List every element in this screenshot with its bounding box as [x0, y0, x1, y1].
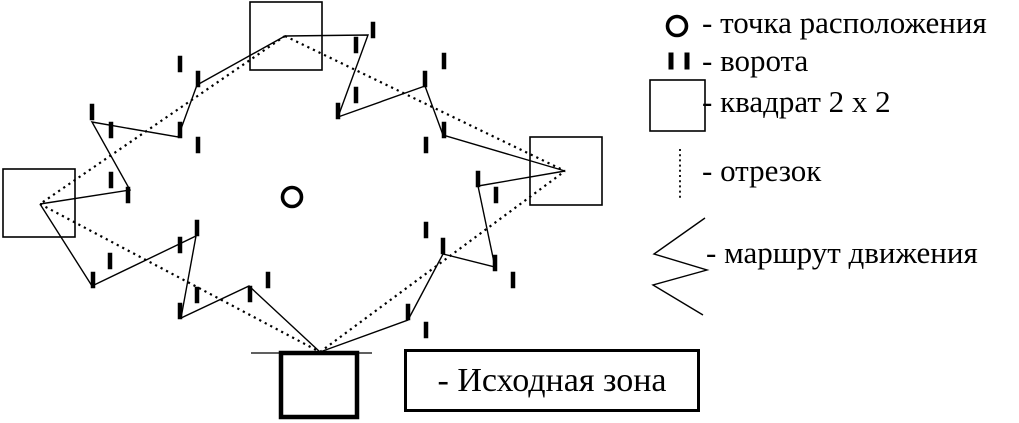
gate-bar	[405, 303, 411, 321]
movement-route	[284, 34, 566, 172]
gate-bar	[335, 102, 341, 120]
gate-bar	[265, 271, 271, 289]
gate-bar	[108, 121, 114, 139]
gate-bar	[177, 55, 183, 73]
gate-bar	[195, 136, 201, 154]
start-zone-label: - Исходная зона	[437, 361, 667, 399]
dotted-segment	[319, 170, 566, 353]
start-zone-legend-box: - Исходная зона	[404, 349, 700, 412]
gate-bar	[423, 136, 429, 154]
gate-bar	[353, 36, 359, 54]
location-point	[280, 185, 304, 209]
dotted-segment	[39, 35, 286, 205]
gate-bar	[492, 254, 498, 272]
dotted-segment	[39, 203, 321, 353]
gate-bar	[475, 170, 481, 188]
legend-item-gate: - ворота	[702, 43, 809, 78]
gate-bar	[423, 321, 429, 339]
gate-bar	[107, 252, 113, 270]
gate-bar	[370, 21, 376, 39]
gate-bar	[108, 171, 114, 189]
gate-icon	[668, 52, 674, 70]
movement-route	[39, 35, 286, 205]
gate-bar	[89, 103, 95, 121]
gate-bar	[195, 70, 201, 88]
gate-bar	[440, 237, 446, 255]
legend-item-route: - маршрут движения	[706, 235, 978, 270]
square-2x2-left	[2, 168, 76, 238]
route-icon	[651, 217, 710, 316]
gate-bar	[247, 285, 253, 303]
dotted-segment	[284, 35, 566, 172]
gate-bar	[194, 219, 200, 237]
movement-route	[319, 170, 566, 353]
gate-bar	[441, 121, 447, 139]
legend-item-location-point: - точка расположения	[702, 5, 987, 40]
gate-bar	[493, 186, 499, 204]
legend-item-square-2x2: - квадрат 2 х 2	[702, 84, 891, 119]
gate-bar	[423, 221, 429, 239]
gate-bar	[510, 271, 516, 289]
gate-bar	[90, 271, 96, 289]
square-2x2-icon	[649, 79, 706, 132]
legend-item-segment: - отрезок	[702, 153, 822, 188]
gate-bar	[441, 52, 447, 70]
gate-bar	[125, 186, 131, 204]
gate-bar	[422, 70, 428, 88]
location-point-icon	[665, 14, 689, 38]
square-2x2-top	[249, 1, 323, 71]
gate-bar	[353, 86, 359, 104]
gate-bar	[177, 302, 183, 320]
gate-bar	[177, 236, 183, 254]
gate-bar	[177, 121, 183, 139]
movement-route	[39, 203, 321, 353]
start-zone-square	[278, 350, 360, 420]
gate-icon	[684, 52, 690, 70]
square-2x2-right	[529, 136, 603, 206]
gate-bar	[194, 286, 200, 304]
